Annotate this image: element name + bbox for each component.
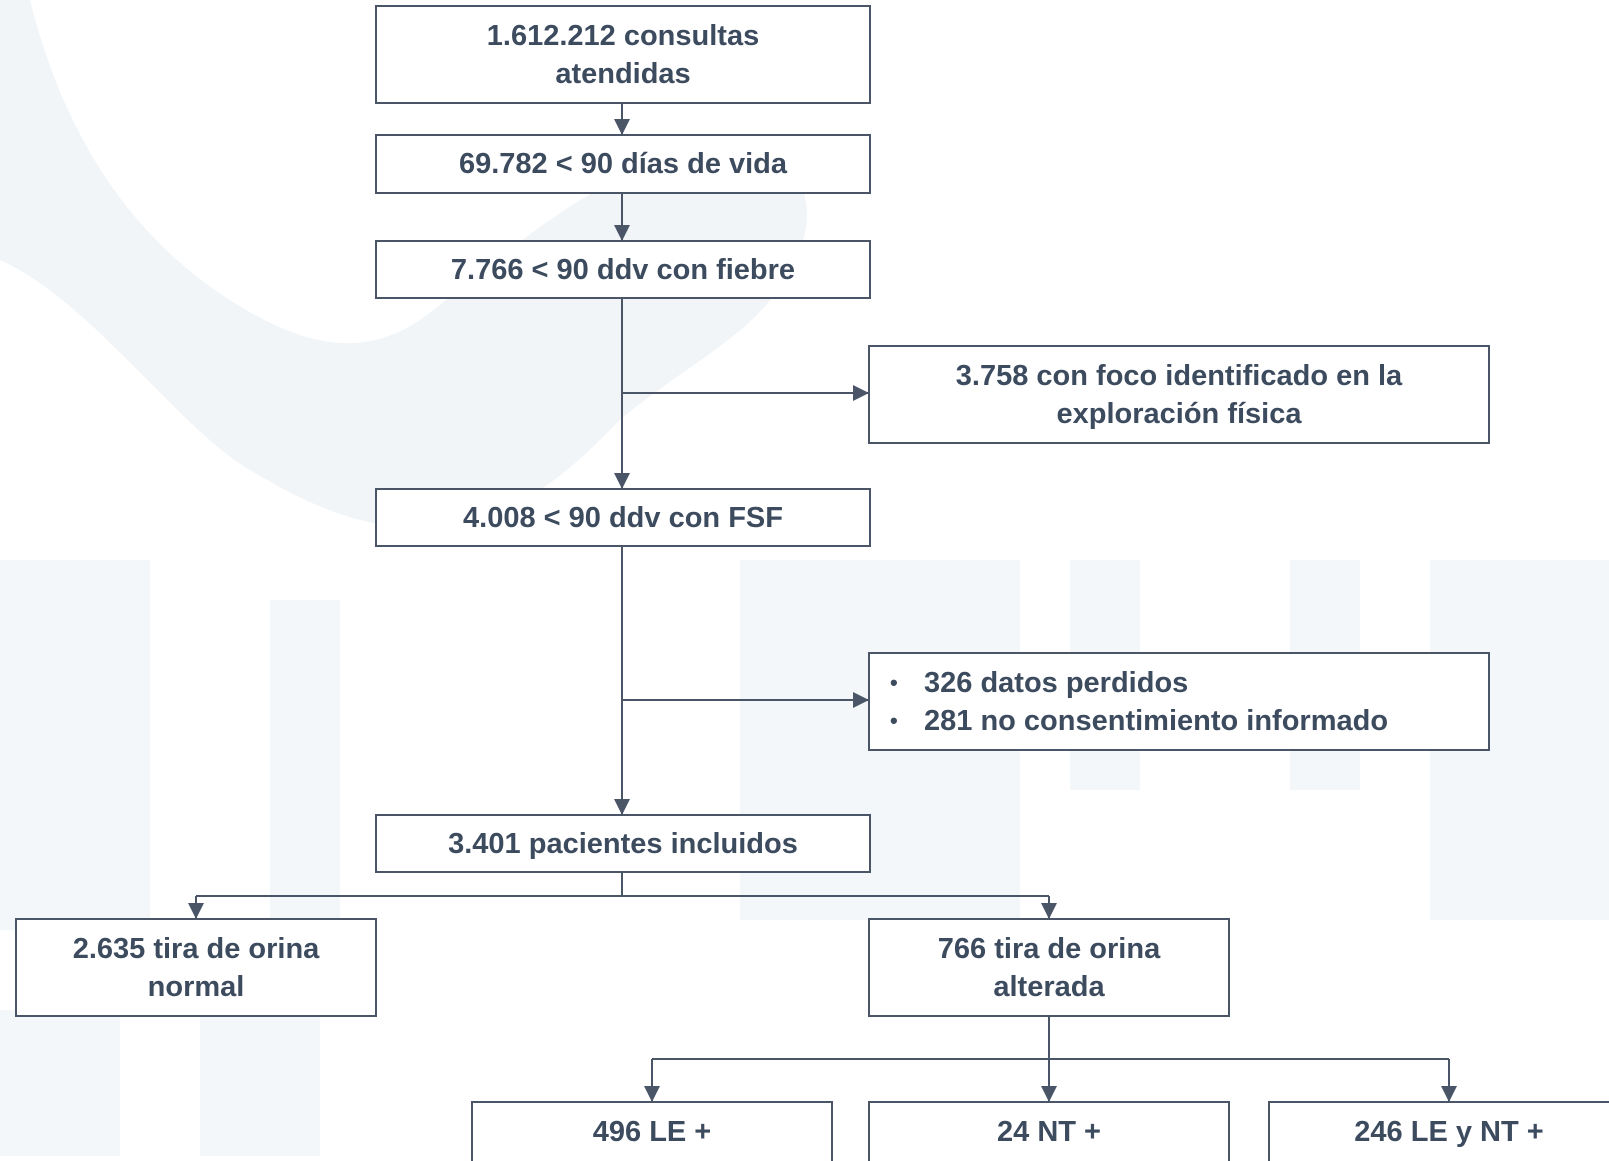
box-fsf-text: 4.008 < 90 ddv con FSF bbox=[463, 501, 783, 534]
box-menores-90-text: 69.782 < 90 días de vida bbox=[458, 148, 788, 180]
box-le-nt-pos-text: 246 LE y NT + bbox=[1354, 1116, 1544, 1148]
exclusion-item-text: 281 no consentimiento informado bbox=[924, 704, 1389, 737]
box-consultas-text: 1.612.212 consultas atendidas bbox=[486, 19, 760, 90]
bullet-icon: • bbox=[890, 669, 898, 695]
box-excluidos-foco-text: 3.758 con foco identificado en la explor… bbox=[955, 359, 1403, 430]
box-le-pos-text: 496 LE + bbox=[592, 1116, 712, 1148]
exclusion-item: • 281 no consentimiento informado bbox=[890, 702, 1388, 740]
bullet-icon: • bbox=[890, 707, 898, 733]
box-consultas-atendidas: 1.612.212 consultas atendidas bbox=[375, 5, 871, 104]
box-con-fiebre: 7.766 < 90 ddv con fiebre bbox=[375, 240, 871, 299]
box-menores-90-dias: 69.782 < 90 días de vida bbox=[375, 134, 871, 194]
exclusion-list: • 326 datos perdidos • 281 no consentimi… bbox=[890, 664, 1388, 740]
box-tira-alterada: 766 tira de orina alterada bbox=[868, 918, 1230, 1017]
box-nt-pos-text: 24 NT + bbox=[997, 1116, 1101, 1148]
box-excluidos-otros: • 326 datos perdidos • 281 no consentimi… bbox=[868, 652, 1490, 751]
box-tira-alterada-text: 766 tira de orina alterada bbox=[937, 932, 1161, 1003]
box-le-pos: 496 LE + bbox=[471, 1101, 833, 1161]
box-tira-normal-text: 2.635 tira de orina normal bbox=[72, 932, 320, 1003]
box-con-fiebre-text: 7.766 < 90 ddv con fiebre bbox=[450, 253, 796, 286]
box-nt-pos: 24 NT + bbox=[868, 1101, 1230, 1161]
exclusion-item: • 326 datos perdidos bbox=[890, 664, 1388, 702]
box-excluidos-foco: 3.758 con foco identificado en la explor… bbox=[868, 345, 1490, 444]
box-incluidos-text: 3.401 pacientes incluidos bbox=[448, 827, 798, 860]
exclusion-item-text: 326 datos perdidos bbox=[924, 666, 1189, 699]
box-tira-normal: 2.635 tira de orina normal bbox=[15, 918, 377, 1017]
box-fsf: 4.008 < 90 ddv con FSF bbox=[375, 488, 871, 547]
box-incluidos: 3.401 pacientes incluidos bbox=[375, 814, 871, 873]
box-le-nt-pos: 246 LE y NT + bbox=[1268, 1101, 1609, 1161]
